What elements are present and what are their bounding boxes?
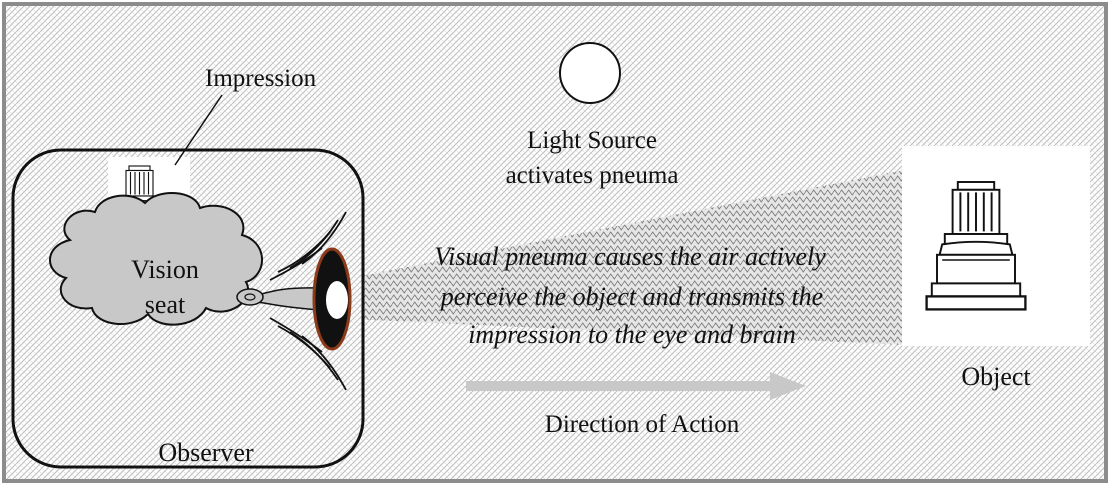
vision-seat-label-line2: seat bbox=[145, 290, 186, 319]
vision-seat-label-line1: Vision bbox=[131, 255, 199, 284]
light-source-circle-icon bbox=[560, 43, 620, 103]
vision-seat-node bbox=[237, 289, 263, 305]
pneuma-text-line1: Visual pneuma causes the air actively bbox=[434, 242, 826, 271]
pneuma-text-line3: impression to the eye and brain bbox=[468, 320, 796, 349]
impression-label: Impression bbox=[205, 65, 317, 92]
light-source-label-line2: activates pneuma bbox=[506, 162, 679, 189]
object-label: Object bbox=[961, 362, 1031, 391]
observer-label: Observer bbox=[158, 438, 254, 467]
pneuma-text-line2: perceive the object and transmits the bbox=[439, 282, 823, 311]
eye-pupil-highlight bbox=[326, 281, 348, 319]
direction-label: Direction of Action bbox=[545, 411, 740, 438]
light-source-label-line1: Light Source bbox=[527, 127, 657, 154]
